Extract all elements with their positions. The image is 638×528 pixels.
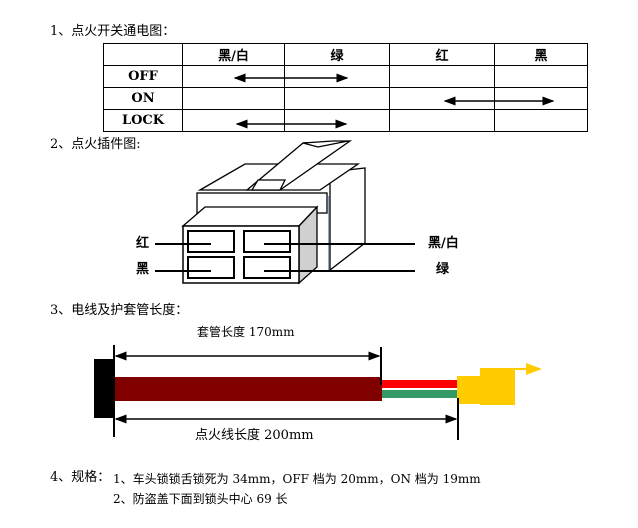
wire-length-label: 点火线长度 200mm [195, 428, 314, 443]
section2-heading: 2、点火插件图: [50, 137, 141, 152]
label-red: 红 [136, 236, 150, 251]
sleeve-length-label: 套管长度 170mm [197, 325, 295, 339]
connector-drawing [155, 140, 415, 285]
row-label: LOCK [103, 109, 183, 132]
red-wire [382, 380, 457, 388]
spec-item: 2、防盗盖下面到锁头中心 69 长 [113, 492, 288, 506]
plug-head [480, 368, 515, 405]
green-wire [382, 390, 457, 398]
section1-heading: 1、点火开关通电图： [50, 24, 176, 39]
ignition-switch-table: 黑/白 绿 红 黑 OFF ON LOCK [103, 43, 588, 132]
section3-heading: 3、电线及护套管长度： [50, 303, 189, 318]
label-black: 黑 [136, 262, 150, 277]
lock-body [94, 359, 114, 418]
plug [457, 376, 481, 404]
cable-drawing [94, 345, 542, 440]
section4-heading: 4、规格： [50, 470, 111, 485]
label-green: 绿 [436, 262, 450, 277]
sleeve [114, 377, 382, 401]
spec-item: 1、车头锁锁舌锁死为 34mm，OFF 档为 20mm，ON 档为 19mm [113, 472, 481, 486]
header-cell: 黑 [494, 43, 588, 66]
label-black-white: 黑/白 [428, 236, 459, 251]
